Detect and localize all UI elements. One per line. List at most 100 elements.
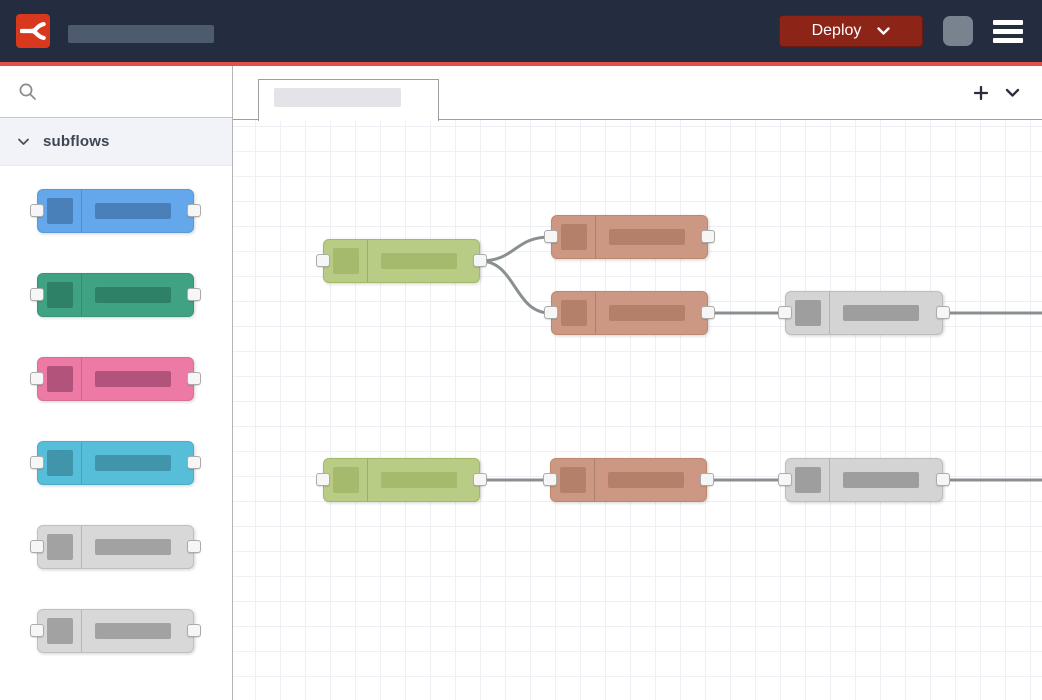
header: Deploy <box>0 0 1042 62</box>
deploy-button-label: Deploy <box>811 22 862 39</box>
flow-tabbar <box>233 66 1042 121</box>
node-palette: subflows <box>0 66 233 700</box>
node-label-placeholder <box>609 305 685 321</box>
node-input-port[interactable] <box>30 288 44 301</box>
node-icon-box <box>38 190 82 232</box>
flow-tab-label-placeholder <box>274 88 401 107</box>
node-input-port[interactable] <box>30 204 44 217</box>
node-icon <box>333 467 359 493</box>
node-label-placeholder <box>843 305 919 321</box>
node-output-port[interactable] <box>701 306 715 319</box>
header-actions: Deploy <box>779 0 1023 62</box>
node-icon-box <box>552 216 596 258</box>
node-icon-box <box>551 459 595 501</box>
flow-node-gray-1[interactable] <box>778 291 950 335</box>
search-icon <box>19 83 36 100</box>
node-output-port[interactable] <box>473 254 487 267</box>
node-icon-box <box>38 274 82 316</box>
palette-category-label: subflows <box>43 133 110 150</box>
node-input-port[interactable] <box>543 473 557 486</box>
node-output-port[interactable] <box>187 540 201 553</box>
user-avatar[interactable] <box>943 16 973 46</box>
node-label-placeholder <box>95 539 171 555</box>
deploy-button[interactable]: Deploy <box>779 15 923 47</box>
node-label-placeholder <box>843 472 919 488</box>
node-output-port[interactable] <box>473 473 487 486</box>
node-input-port[interactable] <box>544 306 558 319</box>
node-input-port[interactable] <box>778 306 792 319</box>
chevron-down-icon <box>877 26 891 35</box>
node-input-port[interactable] <box>544 230 558 243</box>
node-output-port[interactable] <box>936 473 950 486</box>
node-label-placeholder <box>381 253 457 269</box>
node-icon <box>47 450 73 476</box>
header-title-placeholder <box>68 25 214 43</box>
node-input-port[interactable] <box>30 372 44 385</box>
node-output-port[interactable] <box>936 306 950 319</box>
node-output-port[interactable] <box>187 372 201 385</box>
header-accent-line <box>0 62 1042 66</box>
flow-node-green-1[interactable] <box>316 239 487 283</box>
node-label-placeholder <box>95 455 171 471</box>
node-icon <box>795 300 821 326</box>
node-icon <box>333 248 359 274</box>
palette-node-gray[interactable] <box>30 525 201 569</box>
node-icon <box>47 366 73 392</box>
flow-list-chevron-icon[interactable] <box>1005 88 1020 98</box>
node-input-port[interactable] <box>316 473 330 486</box>
node-output-port[interactable] <box>187 204 201 217</box>
node-icon <box>560 467 586 493</box>
flow-node-orange-1a[interactable] <box>544 215 715 259</box>
node-output-port[interactable] <box>187 288 201 301</box>
wire[interactable] <box>478 235 552 263</box>
node-input-port[interactable] <box>30 540 44 553</box>
node-output-port[interactable] <box>700 473 714 486</box>
node-output-port[interactable] <box>187 456 201 469</box>
node-label-placeholder <box>95 287 171 303</box>
flow-canvas[interactable] <box>233 120 1042 700</box>
node-icon-box <box>786 459 830 501</box>
palette-category-subflows[interactable]: subflows <box>0 118 232 166</box>
node-icon-box <box>324 240 368 282</box>
palette-node-green[interactable] <box>30 273 201 317</box>
node-label-placeholder <box>609 229 685 245</box>
node-icon <box>561 300 587 326</box>
node-icon <box>47 534 73 560</box>
node-icon <box>47 282 73 308</box>
wire[interactable] <box>478 259 552 315</box>
node-icon-box <box>786 292 830 334</box>
node-label-placeholder <box>608 472 684 488</box>
flow-node-green-2[interactable] <box>316 458 487 502</box>
flow-node-orange-1b[interactable] <box>544 291 715 335</box>
node-label-placeholder <box>381 472 457 488</box>
palette-node-pink[interactable] <box>30 357 201 401</box>
node-input-port[interactable] <box>30 624 44 637</box>
node-red-logo[interactable] <box>16 14 50 48</box>
palette-node-gray[interactable] <box>30 609 201 653</box>
node-output-port[interactable] <box>187 624 201 637</box>
palette-node-blue[interactable] <box>30 189 201 233</box>
node-icon <box>47 198 73 224</box>
main-content: subflows <box>0 66 1042 700</box>
node-label-placeholder <box>95 371 171 387</box>
main-menu-icon[interactable] <box>993 18 1023 45</box>
flow-node-orange-2[interactable] <box>543 458 714 502</box>
node-icon-box <box>38 610 82 652</box>
node-input-port[interactable] <box>778 473 792 486</box>
workspace <box>233 66 1042 700</box>
node-icon-box <box>38 358 82 400</box>
node-input-port[interactable] <box>316 254 330 267</box>
node-icon-box <box>552 292 596 334</box>
node-icon-box <box>38 442 82 484</box>
palette-node-teal[interactable] <box>30 441 201 485</box>
node-icon-box <box>324 459 368 501</box>
flow-tab-active[interactable] <box>258 79 439 121</box>
node-input-port[interactable] <box>30 456 44 469</box>
node-label-placeholder <box>95 623 171 639</box>
add-flow-icon[interactable] <box>973 85 989 101</box>
node-icon <box>47 618 73 644</box>
node-output-port[interactable] <box>701 230 715 243</box>
flow-node-gray-2[interactable] <box>778 458 950 502</box>
palette-search[interactable] <box>0 66 232 118</box>
node-label-placeholder <box>95 203 171 219</box>
